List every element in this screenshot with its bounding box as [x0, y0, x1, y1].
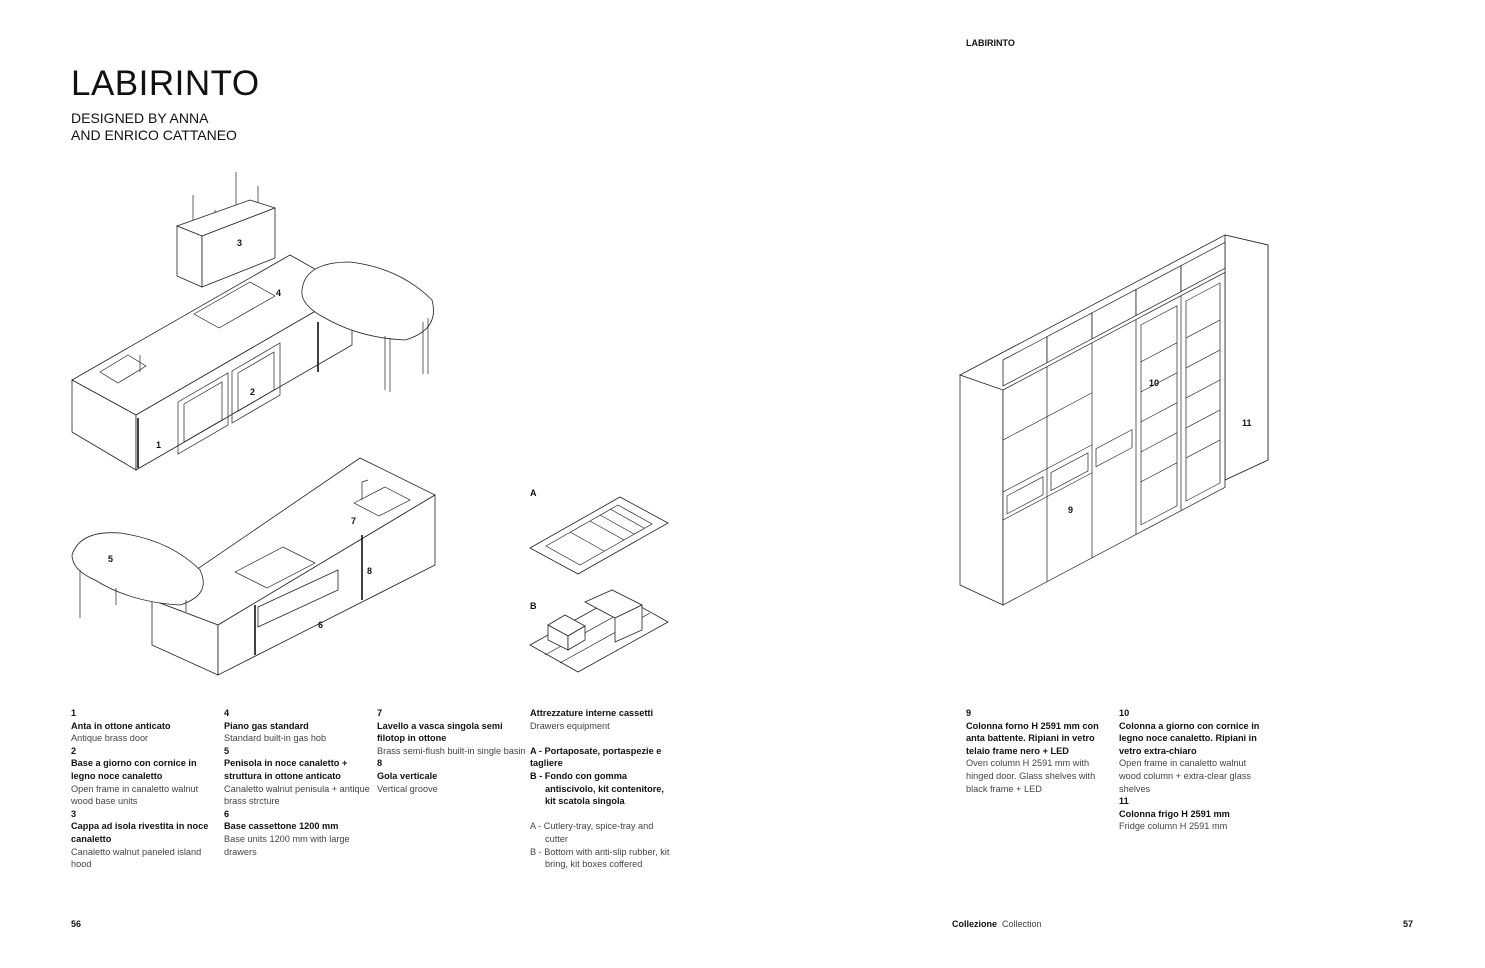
item-name-it: Cappa ad isola rivestita in noce canalet…	[71, 821, 209, 844]
legend-column-5: 10 Colonna a giorno con cornice in legno…	[1119, 707, 1269, 833]
item-name-it: Penisola in noce canaletto + struttura i…	[224, 758, 348, 781]
item-name-it: Colonna a giorno con cornice in legno no…	[1119, 720, 1260, 756]
page-number-left: 56	[71, 919, 82, 929]
drawer-b-drawing	[529, 589, 669, 673]
item-number: 8	[377, 758, 383, 769]
legend-column-1: 1 Anta in ottone anticato Antique brass …	[71, 707, 221, 871]
item-name-en: Open frame in canaletto walnut wood colu…	[1119, 758, 1252, 794]
drawer-b-en: B - Bottom with anti-slip rubber, kit br…	[530, 846, 670, 870]
page-number-right: 57	[1403, 919, 1414, 929]
designer-line-2: AND ENRICO CATTANEO	[71, 127, 237, 143]
item-name-en: Base units 1200 mm with large drawers	[224, 833, 350, 857]
tall-columns-drawing	[959, 234, 1269, 606]
drawers-heading-en: Drawers equipment	[530, 720, 610, 731]
designer-line-1: DESIGNED BY ANNA	[71, 110, 209, 126]
item-name-it: Gola verticale	[377, 770, 438, 781]
drawing-label-5: 5	[108, 554, 113, 564]
drawing-label-a: A	[530, 488, 537, 498]
legend-column-2: 4 Piano gas standard Standard built-in g…	[224, 707, 374, 858]
legend-column-4: 9 Colonna forno H 2591 mm con anta batte…	[966, 707, 1116, 795]
item-name-en: Canaletto walnut penisula + antique bras…	[224, 783, 370, 807]
item-name-it: Anta in ottone anticato	[71, 720, 171, 731]
item-name-it: Colonna forno H 2591 mm con anta battent…	[966, 720, 1099, 756]
drawer-b-it: B - Fondo con gomma antiscivolo, kit con…	[530, 770, 664, 807]
item-name-it: Colonna frigo H 2591 mm	[1119, 808, 1230, 819]
footer-section: Collezione Collection	[952, 919, 1042, 929]
island-1-drawing	[71, 254, 434, 471]
item-number: 10	[1119, 708, 1130, 718]
footer-section-it: Collezione	[952, 919, 998, 929]
item-name-it: Piano gas standard	[224, 720, 309, 731]
item-number: 3	[71, 808, 77, 819]
item-name-it: Lavello a vasca singola semi filotop in …	[377, 720, 503, 744]
item-name-en: Open frame in canaletto walnut wood base…	[71, 783, 199, 807]
drawing-label-8: 8	[367, 566, 372, 576]
legend-drawers: Attrezzature interne cassetti Drawers eq…	[530, 707, 675, 871]
item-name-it: Base a giorno con cornice in legno noce …	[71, 758, 197, 781]
drawer-a-en: A - Cutlery-tray, spice-tray and cutter	[530, 821, 654, 844]
drawing-label-1: 1	[156, 440, 161, 450]
item-name-en: Standard built-in gas hob	[224, 733, 327, 744]
item-name-en: Antique brass door	[71, 733, 149, 744]
island-hood-drawing	[175, 172, 277, 288]
drawers-heading-it: Attrezzature interne cassetti	[530, 708, 654, 718]
item-name-en: Canaletto walnut paneled island hood	[71, 846, 202, 870]
item-number: 4	[224, 708, 230, 718]
footer-section-en: Collection	[1002, 919, 1042, 929]
item-number: 6	[224, 808, 230, 819]
item-number: 11	[1119, 796, 1129, 807]
drawing-label-3: 3	[237, 238, 242, 248]
item-number: 5	[224, 745, 230, 756]
legend-column-3: 7 Lavello a vasca singola semi filotop i…	[377, 707, 527, 795]
drawing-label-7: 7	[351, 516, 356, 526]
drawing-label-6: 6	[318, 620, 323, 630]
page-title: LABIRINTO	[71, 64, 260, 103]
item-number: 2	[71, 745, 77, 756]
drawer-a-drawing	[529, 496, 669, 575]
item-number: 1	[71, 708, 77, 718]
drawing-label-11: 11	[1242, 418, 1252, 428]
drawing-label-2: 2	[250, 387, 255, 397]
designer-credit: DESIGNED BY ANNA AND ENRICO CATTANEO	[71, 110, 271, 144]
drawer-a-it: A - Portaposate, portaspezie e tagliere	[530, 745, 662, 769]
item-name-en: Fridge column H 2591 mm	[1119, 821, 1228, 832]
drawing-label-10: 10	[1149, 378, 1159, 388]
item-name-en: Vertical groove	[377, 783, 438, 794]
item-name-it: Base cassettone 1200 mm	[224, 821, 339, 832]
drawing-label-4: 4	[276, 288, 281, 298]
drawing-label-b: B	[530, 601, 537, 611]
item-number: 9	[966, 708, 972, 718]
item-name-en: Oven column H 2591 mm with hinged door. …	[966, 758, 1096, 794]
island-2-drawing	[71, 457, 436, 676]
item-number: 7	[377, 708, 383, 718]
running-head: LABIRINTO	[966, 38, 1015, 48]
drawing-label-9: 9	[1068, 505, 1073, 515]
item-name-en: Brass semi-flush built-in single basin	[377, 745, 526, 756]
